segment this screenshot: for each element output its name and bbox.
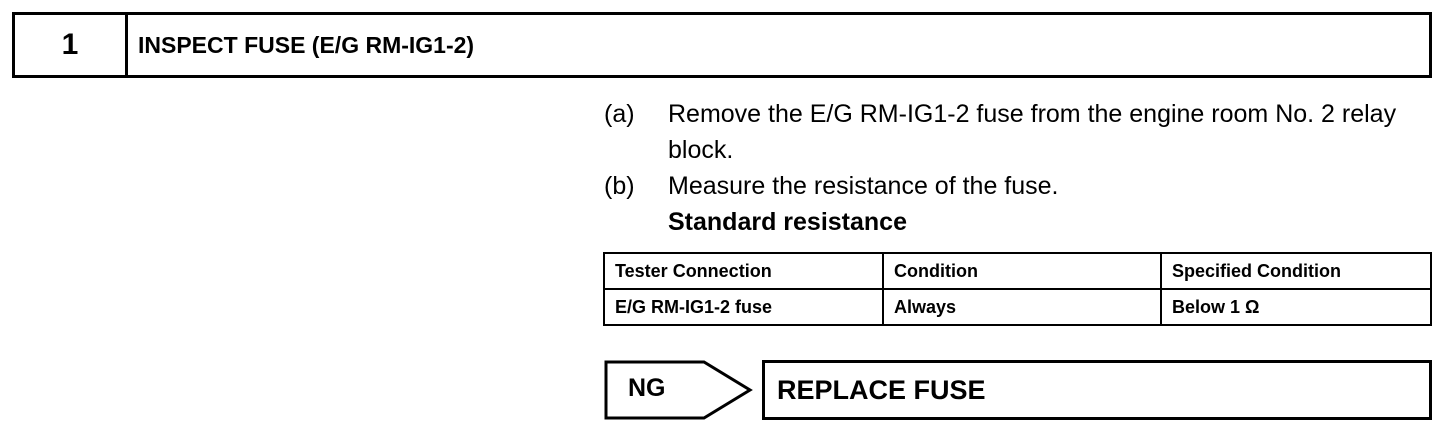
- ng-arrow-icon: [604, 360, 753, 420]
- ng-label: NG: [628, 374, 666, 402]
- spec-title: Standard resistance: [668, 208, 907, 236]
- step-title: INSPECT FUSE (E/G RM-IG1-2): [138, 31, 475, 58]
- instructions: (a) Remove the E/G RM-IG1-2 fuse from th…: [604, 96, 1434, 240]
- step-number: 1: [15, 15, 128, 75]
- step-header: 1 INSPECT FUSE (E/G RM-IG1-2): [12, 12, 1432, 78]
- instruction-item: (a) Remove the E/G RM-IG1-2 fuse from th…: [604, 96, 1434, 168]
- column-header: Tester Connection: [603, 252, 884, 290]
- table-row: E/G RM-IG1-2 fuse Always Below 1 Ω: [603, 288, 1432, 326]
- table-cell: Always: [882, 288, 1162, 326]
- table-cell: Below 1 Ω: [1160, 288, 1432, 326]
- table-cell: E/G RM-IG1-2 fuse: [603, 288, 884, 326]
- instruction-item: (b) Measure the resistance of the fuse.: [604, 168, 1434, 204]
- instruction-text: Measure the resistance of the fuse.: [668, 172, 1059, 200]
- result-action: REPLACE FUSE: [777, 374, 986, 405]
- instruction-label: (b): [604, 172, 635, 200]
- table-header-row: Tester Connection Condition Specified Co…: [603, 252, 1432, 290]
- column-header: Specified Condition: [1160, 252, 1432, 290]
- instruction-text: Remove the E/G RM-IG1-2 fuse from the en…: [668, 100, 1397, 164]
- column-header: Condition: [882, 252, 1162, 290]
- instruction-label: (a): [604, 100, 635, 128]
- result-box: REPLACE FUSE: [762, 360, 1432, 420]
- spec-table: Tester Connection Condition Specified Co…: [603, 252, 1432, 326]
